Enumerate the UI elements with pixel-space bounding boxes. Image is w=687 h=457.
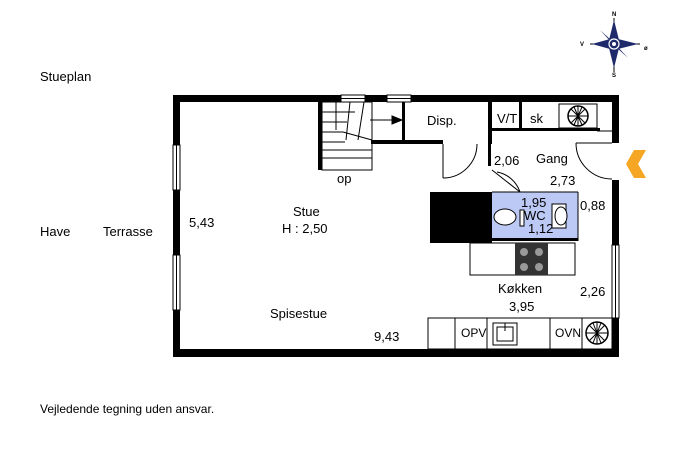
- label-gang: Gang: [536, 151, 568, 166]
- label-height: H : 2,50: [282, 221, 328, 236]
- label-spisestue: Spisestue: [270, 306, 327, 321]
- compass-o: ø: [644, 46, 648, 52]
- label-disp: Disp.: [427, 113, 457, 128]
- label-have: Have: [40, 224, 70, 239]
- wc-room: [491, 169, 579, 241]
- label-opv: OPV: [461, 326, 486, 340]
- kitchen-counter: [427, 317, 613, 350]
- dim-273: 2,73: [550, 173, 575, 188]
- label-op: op: [337, 171, 351, 186]
- stairs: [321, 101, 404, 171]
- entrance-arrow-icon: [626, 150, 646, 178]
- label-terrasse: Terrasse: [103, 224, 153, 239]
- sink-icon: [492, 322, 518, 346]
- label-vt: V/T: [497, 111, 517, 126]
- dim-195: 1,95: [521, 195, 546, 210]
- fan-icon: [558, 103, 598, 129]
- exhaust-fan-icon: [585, 321, 609, 345]
- compass-icon: N S V ø: [580, 12, 648, 79]
- dim-112: 1,12: [528, 221, 553, 236]
- dim-395: 3,95: [509, 299, 534, 314]
- outer-walls: [173, 95, 619, 357]
- dim-543: 5,43: [189, 215, 214, 230]
- label-kokken: Køkken: [498, 281, 542, 296]
- label-stue: Stue: [293, 204, 320, 219]
- disclaimer: Vejledende tegning uden ansvar.: [40, 402, 214, 416]
- label-wc: WC: [524, 208, 546, 223]
- dim-943: 9,43: [374, 329, 399, 344]
- dim-088: 0,88: [580, 198, 605, 213]
- stove-icon: [515, 243, 548, 275]
- plan-title: Stueplan: [40, 69, 91, 84]
- disp-door: [442, 143, 478, 179]
- dim-226: 2,26: [580, 284, 605, 299]
- dim-206: 2,06: [494, 153, 519, 168]
- compass-v: V: [580, 42, 584, 48]
- compass-n: N: [612, 12, 616, 18]
- label-ovn: OVN: [555, 326, 581, 340]
- interior-walls: [318, 102, 600, 243]
- compass-s: S: [612, 73, 616, 79]
- entrance-door: [575, 142, 613, 180]
- label-sk: sk: [530, 111, 544, 126]
